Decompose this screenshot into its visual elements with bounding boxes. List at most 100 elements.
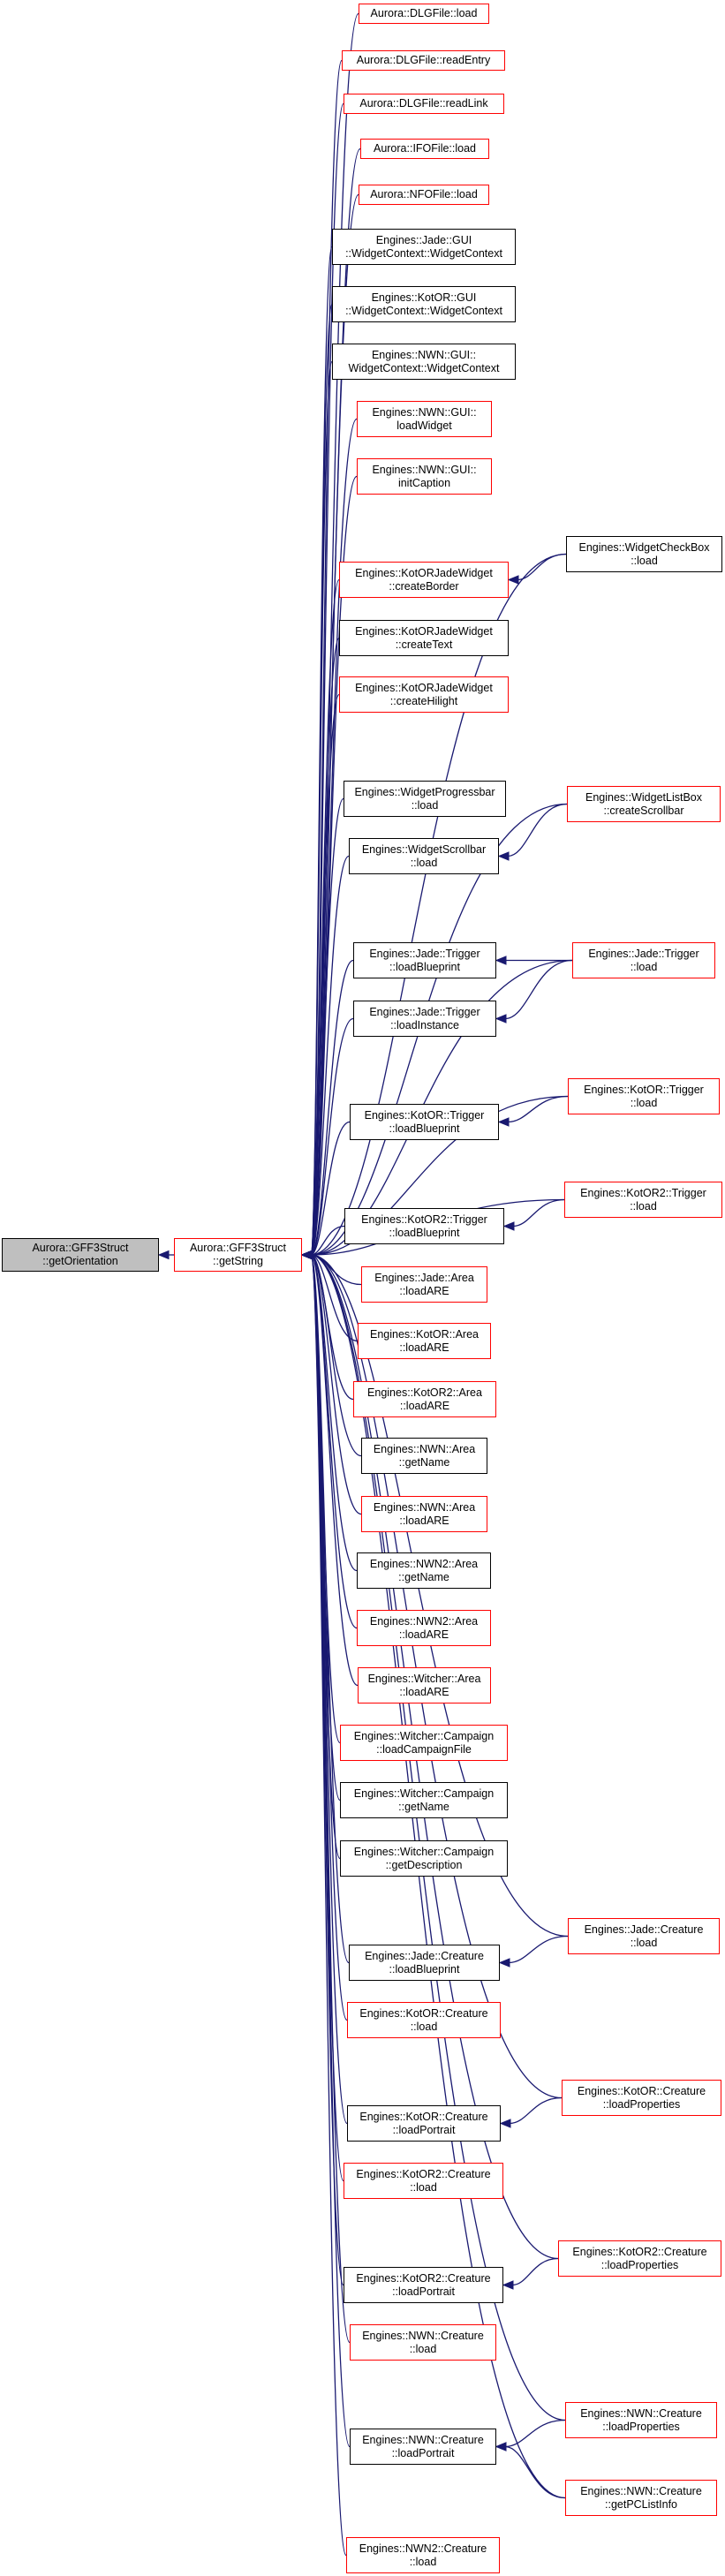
node-label-line: Engines::Jade::Area	[374, 1271, 474, 1284]
edge-arrowhead	[497, 1117, 510, 1127]
node-label-line: Engines::NWN::GUI::	[372, 463, 477, 476]
node-jade-creature-load[interactable]: Engines::Jade::Creature::load	[568, 1918, 720, 1954]
node-kjw-createhilight[interactable]: Engines::KotORJadeWidget::createHilight	[339, 676, 509, 713]
edge-arrowhead	[499, 2119, 511, 2128]
node-kotor-creature-load[interactable]: Engines::KotOR::Creature::load	[347, 2002, 501, 2038]
node-dlg-readlink[interactable]: Aurora::DLGFile::readLink	[344, 94, 504, 114]
node-label-line: Engines::NWN2::Area	[369, 1614, 479, 1628]
edge-arrowhead	[495, 2442, 507, 2451]
edge-kotor2-trigger-load-to-kotor2-trigger-loadblueprint	[512, 1198, 565, 1228]
edge-scrollbar-load-to-getstring	[310, 855, 350, 1256]
node-label-line: Engines::Witcher::Area	[367, 1672, 481, 1685]
node-jade-area-loadare[interactable]: Engines::Jade::Area::loadARE	[361, 1266, 487, 1303]
node-kotor2-trigger-load[interactable]: Engines::KotOR2::Trigger::load	[564, 1182, 722, 1218]
node-label-line: Aurora::GFF3Struct	[189, 1242, 287, 1254]
edge-dlg-readlink-to-getstring	[310, 102, 344, 1256]
node-ifo-load[interactable]: Aurora::IFOFile::load	[360, 139, 489, 159]
edge-jade-trigger-load-to-jade-trigger-loadinstance	[504, 959, 573, 1020]
node-witcher-area-loadare[interactable]: Engines::Witcher::Area::loadARE	[358, 1667, 491, 1703]
node-label-line: ::createText	[395, 638, 453, 651]
edge-kotor-trigger-load-to-getstring	[310, 1095, 569, 1256]
node-listbox-createscrollbar[interactable]: Engines::WidgetListBox::createScrollbar	[567, 786, 721, 822]
node-nwn-creature-getpclistinfo[interactable]: Engines::NWN::Creature::getPCListInfo	[565, 2480, 717, 2516]
edge-kotor-trigger-load-to-kotor-trigger-loadblueprint	[507, 1095, 569, 1123]
node-kotor2-creature-loadportrait[interactable]: Engines::KotOR2::Creature::loadPortrait	[344, 2267, 503, 2303]
node-progressbar-load[interactable]: Engines::WidgetProgressbar::load	[344, 781, 506, 817]
node-label-line: ::loadProperties	[602, 2097, 681, 2111]
node-label-line: loadWidget	[396, 419, 452, 432]
node-label-line: ::load	[411, 798, 439, 812]
node-label-line: ::loadPortrait	[391, 2446, 455, 2459]
node-nwn-loadwidget[interactable]: Engines::NWN::GUI::loadWidget	[357, 401, 492, 437]
node-kotor-creature-loadportrait[interactable]: Engines::KotOR::Creature::loadPortrait	[347, 2105, 501, 2142]
node-dlg-load[interactable]: Aurora::DLGFile::load	[359, 4, 489, 24]
node-label-line: Engines::KotOR2::Area	[367, 1386, 482, 1399]
node-kotor-creature-loadprops[interactable]: Engines::KotOR::Creature::loadProperties	[562, 2080, 721, 2116]
node-label-line: ::loadARE	[399, 1514, 449, 1527]
node-kjw-createtext[interactable]: Engines::KotORJadeWidget::createText	[339, 620, 509, 656]
node-kotor2-creature-load[interactable]: Engines::KotOR2::Creature::load	[344, 2163, 503, 2199]
node-label-line: ::createScrollbar	[603, 804, 684, 817]
node-jade-trigger-load[interactable]: Engines::Jade::Trigger::load	[572, 942, 715, 978]
node-nwn-area-getname[interactable]: Engines::NWN::Area::getName	[361, 1438, 487, 1474]
node-witcher-campaign-getname[interactable]: Engines::Witcher::Campaign::getName	[340, 1782, 508, 1818]
node-label-line: ::getDescription	[385, 1858, 463, 1871]
node-dlg-readentry[interactable]: Aurora::DLGFile::readEntry	[342, 50, 505, 71]
node-label-line: ::loadARE	[399, 1399, 450, 1412]
node-label-line: ::load	[630, 1096, 658, 1109]
node-label-line: ::loadProperties	[602, 2420, 680, 2433]
node-label-line: ::getOrientation	[42, 1255, 118, 1267]
node-label-line: Aurora::NFOFile::load	[370, 188, 478, 200]
node-checkbox-load[interactable]: Engines::WidgetCheckBox::load	[566, 536, 722, 572]
node-label-line: Engines::NWN::Area	[373, 1500, 476, 1514]
node-nwn2-area-getname[interactable]: Engines::NWN2::Area::getName	[357, 1552, 491, 1589]
node-jade-trigger-loadblueprint[interactable]: Engines::Jade::Trigger::loadBlueprint	[353, 942, 496, 978]
node-kotor2-creature-loadprops[interactable]: Engines::KotOR2::Creature::loadPropertie…	[558, 2240, 721, 2277]
node-kotor2-trigger-loadblueprint[interactable]: Engines::KotOR2::Trigger::loadBlueprint	[344, 1208, 504, 1244]
node-nwn-creature-load[interactable]: Engines::NWN::Creature::load	[350, 2324, 496, 2361]
node-nwn2-creature-load[interactable]: Engines::NWN2::Creature::load	[346, 2537, 500, 2573]
node-witcher-campaign-getdesc[interactable]: Engines::Witcher::Campaign::getDescripti…	[340, 1840, 508, 1877]
node-label-line: ::getName	[398, 1800, 449, 1813]
node-nwn-initcaption[interactable]: Engines::NWN::GUI::initCaption	[357, 458, 492, 495]
edge-kotor-trigger-loadblueprint-to-getstring	[310, 1121, 351, 1256]
node-nwn-area-loadare[interactable]: Engines::NWN::Area::loadARE	[361, 1496, 487, 1532]
edge-kjw-createhilight-to-getstring	[310, 693, 340, 1256]
node-jade-creature-loadblueprint[interactable]: Engines::Jade::Creature::loadBlueprint	[349, 1945, 500, 1981]
node-nwn-widgetcontext[interactable]: Engines::NWN::GUI::WidgetContext::Widget…	[332, 344, 516, 380]
node-kotor2-area-loadare[interactable]: Engines::KotOR2::Area::loadARE	[353, 1381, 496, 1417]
node-label-line: Engines::NWN2::Creature	[359, 2542, 487, 2555]
node-kotor-trigger-loadblueprint[interactable]: Engines::KotOR::Trigger::loadBlueprint	[350, 1104, 499, 1140]
node-label-line: Engines::KotOR2::Creature	[572, 2245, 707, 2258]
edge-kotor2-creature-loadprops-to-kotor2-creature-loadportrait	[511, 2257, 559, 2286]
node-scrollbar-load[interactable]: Engines::WidgetScrollbar::load	[349, 838, 499, 874]
node-label-line: ::loadARE	[398, 1628, 449, 1641]
node-label-line: ::load	[631, 554, 658, 567]
node-nwn-creature-loadprops[interactable]: Engines::NWN::Creature::loadProperties	[565, 2402, 717, 2438]
node-nwn2-area-loadare[interactable]: Engines::NWN2::Area::loadARE	[357, 1610, 491, 1646]
node-jade-trigger-loadinstance[interactable]: Engines::Jade::Trigger::loadInstance	[353, 1001, 496, 1037]
node-label-line: Engines::Witcher::Campaign	[353, 1845, 495, 1858]
edge-progressbar-load-to-getstring	[310, 797, 344, 1256]
node-nfo-load[interactable]: Aurora::NFOFile::load	[359, 185, 489, 205]
node-label-line: ::getString	[213, 1255, 263, 1267]
edge-arrowhead	[300, 1250, 313, 1260]
node-kjw-createborder[interactable]: Engines::KotORJadeWidget::createBorder	[339, 562, 509, 598]
edge-kotor-creature-loadprops-to-kotor-creature-loadportrait	[509, 2096, 563, 2125]
node-kotor-widgetcontext[interactable]: Engines::KotOR::GUI::WidgetContext::Widg…	[332, 286, 516, 322]
node-getstring[interactable]: Aurora::GFF3Struct::getString	[174, 1238, 302, 1272]
node-label-line: ::loadBlueprint	[389, 960, 460, 973]
node-label-line: ::load	[409, 2342, 437, 2355]
node-label-line: Engines::KotOR::Creature	[359, 2006, 488, 2020]
node-witcher-campaign-loadfile[interactable]: Engines::Witcher::Campaign::loadCampaign…	[340, 1725, 508, 1761]
node-nwn-creature-loadportrait[interactable]: Engines::NWN::Creature::loadPortrait	[350, 2429, 496, 2465]
node-kotor-trigger-load[interactable]: Engines::KotOR::Trigger::load	[568, 1078, 720, 1114]
node-jade-widgetcontext[interactable]: Engines::Jade::GUI::WidgetContext::Widge…	[332, 229, 516, 265]
node-label-line: Engines::KotOR2::Creature	[356, 2271, 491, 2285]
node-kotor-area-loadare[interactable]: Engines::KotOR::Area::loadARE	[358, 1323, 491, 1359]
node-label-line: ::load	[409, 2555, 437, 2568]
node-label-line: Engines::WidgetProgressbar	[354, 785, 495, 798]
node-label-line: ::getPCListInfo	[605, 2497, 677, 2511]
node-label-line: Engines::KotORJadeWidget	[355, 566, 493, 579]
edge-kotor2-trigger-loadblueprint-to-getstring	[310, 1225, 345, 1256]
